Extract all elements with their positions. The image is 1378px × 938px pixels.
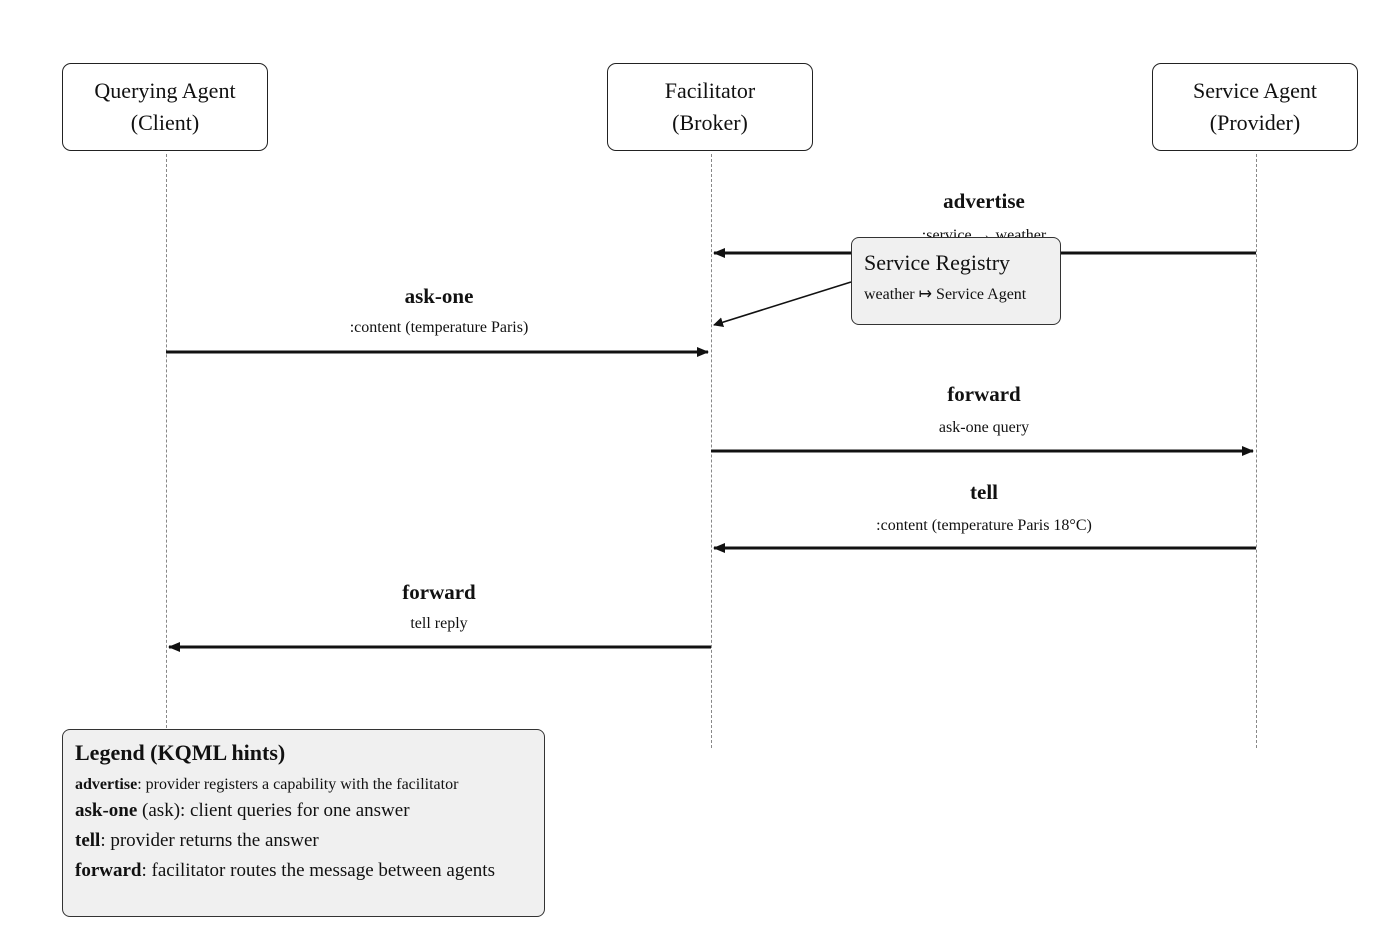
actor-querying-agent-role: (Client) [130, 110, 200, 135]
legend-term: tell [75, 830, 101, 851]
legend-item-ask-one: ask-one (ask): client queries for one an… [75, 796, 532, 826]
message-tell-subtitle: :content (temperature Paris 18°C) [876, 517, 1092, 534]
message-ask-one-title: ask-one [404, 284, 474, 308]
actor-service-agent-name: Service Agent [1192, 78, 1318, 103]
actor-facilitator-name: Facilitator [664, 78, 756, 103]
legend-term: ask-one [75, 800, 138, 821]
actor-querying-agent: Querying Agent (Client) [62, 63, 268, 151]
legend-desc: : provider returns the answer [100, 830, 319, 851]
legend-item-forward: forward: facilitator routes the message … [75, 856, 532, 886]
service-registry-entry: weather ↦ Service Agent [864, 286, 1027, 303]
legend-desc: (ask): client queries for one answer [137, 800, 410, 821]
arrow-registry-link [713, 281, 852, 328]
message-tell-title: tell [970, 480, 998, 504]
service-registry-title: Service Registry [864, 250, 1011, 275]
actor-facilitator: Facilitator (Broker) [607, 63, 813, 151]
actor-querying-agent-name: Querying Agent [94, 78, 236, 103]
message-advertise-title: advertise [943, 189, 1025, 213]
legend-desc: : facilitator routes the message between… [141, 860, 495, 881]
legend-item-tell: tell: provider returns the answer [75, 826, 532, 856]
legend-desc: : provider registers a capability with t… [137, 776, 459, 793]
message-forward-query-title: forward [947, 382, 1021, 406]
actor-service-agent-role: (Provider) [1209, 110, 1301, 135]
legend-term: forward [75, 860, 142, 881]
message-ask-one-subtitle: :content (temperature Paris) [349, 319, 529, 336]
actor-facilitator-role: (Broker) [672, 110, 748, 135]
legend-title: Legend (KQML hints) [75, 740, 286, 765]
legend-box: Legend (KQML hints) advertise: provider … [62, 729, 545, 917]
message-forward-reply-subtitle: tell reply [410, 615, 468, 632]
message-forward-reply-title: forward [402, 580, 476, 604]
legend-term: advertise [75, 776, 138, 793]
actor-service-agent: Service Agent (Provider) [1152, 63, 1358, 151]
lifeline-client [166, 154, 167, 748]
message-forward-query-subtitle: ask-one query [938, 419, 1030, 436]
legend-item-advertise: advertise: provider registers a capabili… [75, 774, 532, 796]
service-registry-box: Service Registry weather ↦ Service Agent [851, 237, 1061, 325]
lifeline-provider [1256, 154, 1257, 748]
